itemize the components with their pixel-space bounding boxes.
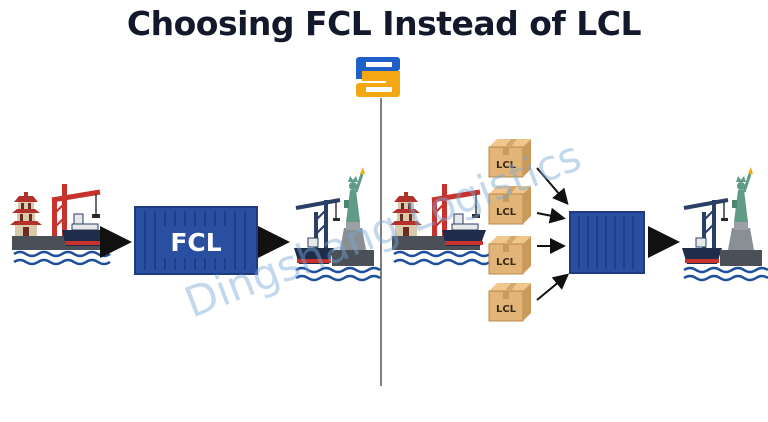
cargo-box-icon: LCL	[488, 235, 532, 275]
arrow-right-icon	[536, 167, 569, 206]
lcl-label: LCL	[496, 207, 517, 218]
cargo-box-icon: LCL	[488, 138, 532, 178]
cargo-box-icon: LCL	[488, 282, 532, 322]
arrow-right-icon	[536, 207, 566, 224]
shipping-container-icon: FCL	[134, 206, 258, 275]
lcl-label: LCL	[496, 304, 517, 315]
lcl-label: LCL	[496, 257, 517, 268]
destination-port-icon	[680, 165, 768, 282]
shipping-container-icon	[569, 211, 645, 274]
lcl-label: LCL	[496, 160, 517, 171]
arrow-right-icon	[536, 273, 570, 301]
logo-icon	[356, 57, 400, 97]
cargo-box-icon: LCL	[488, 185, 532, 225]
fcl-label: FCL	[170, 228, 221, 257]
origin-port-icon	[10, 184, 110, 264]
page-title: Choosing FCL Instead of LCL	[126, 4, 642, 43]
